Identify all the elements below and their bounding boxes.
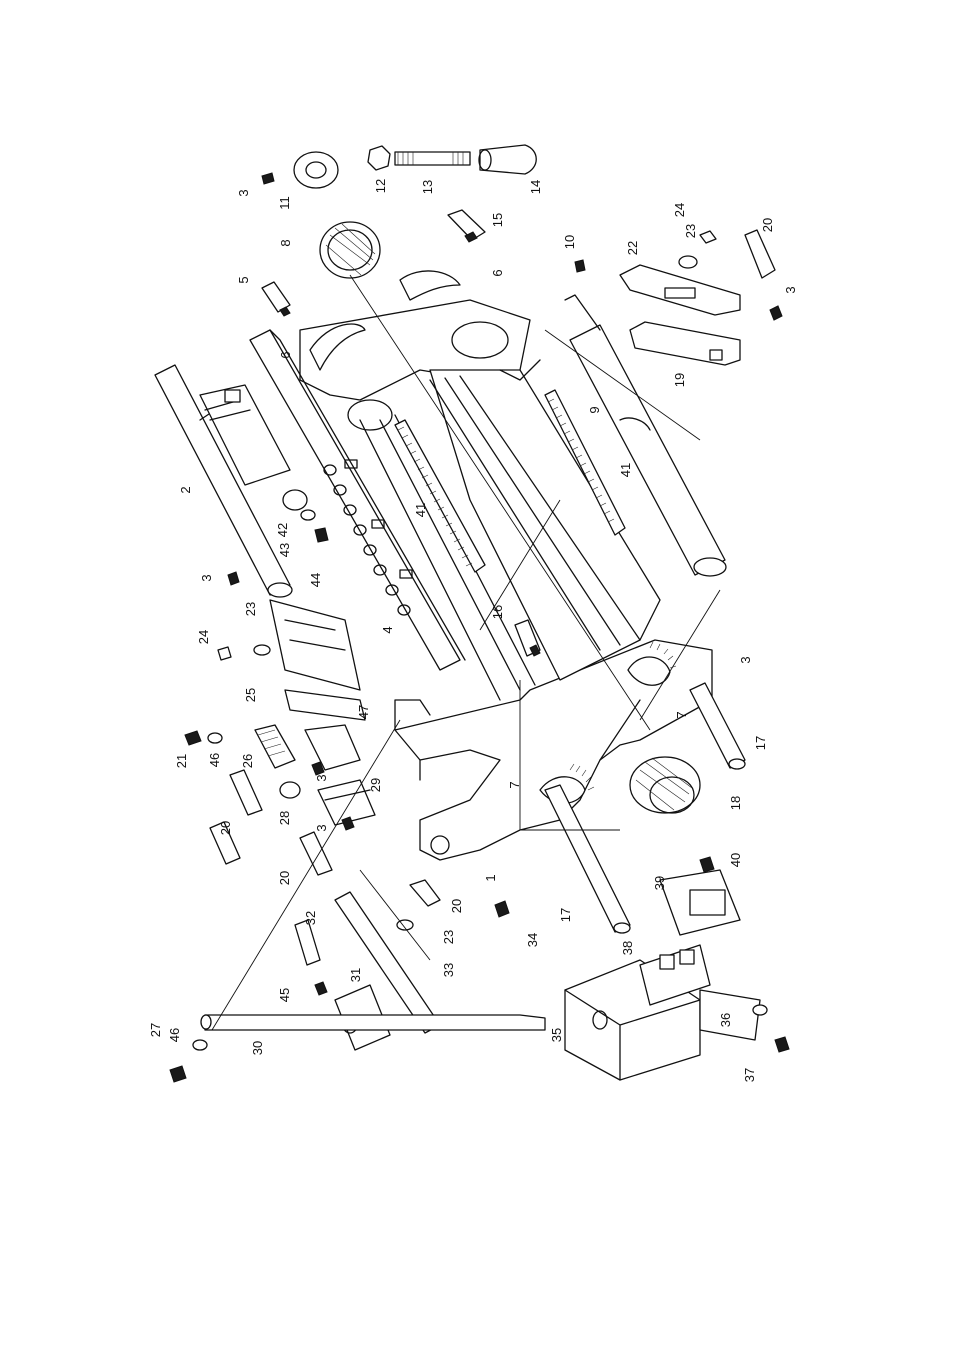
- callout-c14: 14: [528, 180, 543, 194]
- callout-c20d: 20: [760, 218, 775, 232]
- callout-c5: 5: [236, 276, 251, 283]
- callout-c24a: 24: [196, 630, 211, 644]
- callout-c23b: 23: [441, 930, 456, 944]
- callout-c8: 8: [278, 239, 293, 246]
- main-frame: [395, 640, 712, 860]
- callout-c30: 30: [250, 1041, 265, 1055]
- callout-c9: 9: [587, 406, 602, 413]
- callout-c32: 32: [303, 911, 318, 925]
- callout-c3d: 3: [314, 824, 329, 831]
- callout-c16: 16: [490, 605, 505, 619]
- callout-c33: 33: [441, 963, 456, 977]
- callout-c46a: 46: [167, 1028, 182, 1042]
- callout-c3f: 3: [783, 286, 798, 293]
- handle-5: [262, 282, 290, 316]
- callout-c44: 44: [308, 573, 323, 587]
- callout-c20c: 20: [449, 899, 464, 913]
- callout-c17a: 17: [558, 908, 573, 922]
- callout-c42: 42: [275, 523, 290, 537]
- callout-c23c: 23: [683, 224, 698, 238]
- callout-c15: 15: [490, 213, 505, 227]
- callout-c26: 26: [240, 754, 255, 768]
- callout-c4: 4: [380, 626, 395, 633]
- callout-c27: 27: [148, 1023, 163, 1037]
- callout-c20a: 20: [218, 821, 233, 835]
- callout-c18: 18: [728, 796, 743, 810]
- callout-c41b: 41: [618, 463, 633, 477]
- callout-c10: 10: [562, 235, 577, 249]
- callout-c45: 45: [277, 988, 292, 1002]
- knob-18: [630, 757, 700, 813]
- callout-c35: 35: [549, 1028, 564, 1042]
- callout-c21: 21: [174, 754, 189, 768]
- callout-c25: 25: [243, 688, 258, 702]
- callout-c36: 36: [718, 1013, 733, 1027]
- screw-27-washer-46: [170, 1040, 207, 1082]
- callout-c23a: 23: [243, 602, 258, 616]
- callout-c40: 40: [728, 853, 743, 867]
- callout-c7b: 7: [674, 711, 689, 718]
- handle-15: [448, 210, 485, 242]
- callout-c24b: 24: [672, 203, 687, 217]
- callout-c29: 29: [368, 778, 383, 792]
- callout-c47: 47: [356, 705, 371, 719]
- callout-c38: 38: [620, 941, 635, 955]
- callout-c37: 37: [742, 1068, 757, 1082]
- callout-c11: 11: [277, 196, 292, 210]
- callout-c43: 43: [277, 543, 292, 557]
- callout-c13: 13: [420, 180, 435, 194]
- stop-bar-33: [201, 880, 545, 1050]
- callout-c6b: 6: [490, 269, 505, 276]
- callout-c31: 31: [348, 968, 363, 982]
- callout-c12: 12: [373, 179, 388, 193]
- callout-c41a: 41: [413, 503, 428, 517]
- callout-c20b: 20: [277, 871, 292, 885]
- callout-c2: 2: [178, 486, 193, 493]
- knob-assembly-top: [262, 145, 536, 278]
- callout-c1: 1: [483, 874, 498, 881]
- callout-c3c: 3: [314, 774, 329, 781]
- callout-c7a: 7: [507, 781, 522, 788]
- rod-17-lower: [690, 683, 745, 769]
- callout-c39: 39: [652, 876, 667, 890]
- callout-c17b: 17: [753, 736, 768, 750]
- callout-c22: 22: [625, 241, 640, 255]
- callout-c28: 28: [277, 811, 292, 825]
- clamp-left-upper: [218, 600, 365, 720]
- callout-c46b: 46: [207, 753, 222, 767]
- callout-c3b: 3: [199, 574, 214, 581]
- callout-c3e: 3: [738, 656, 753, 663]
- callout-c3a: 3: [236, 189, 251, 196]
- callout-c34: 34: [525, 933, 540, 947]
- stop-assembly-left: [185, 725, 375, 875]
- callout-c19: 19: [672, 373, 687, 387]
- callout-c6a: 6: [278, 351, 293, 358]
